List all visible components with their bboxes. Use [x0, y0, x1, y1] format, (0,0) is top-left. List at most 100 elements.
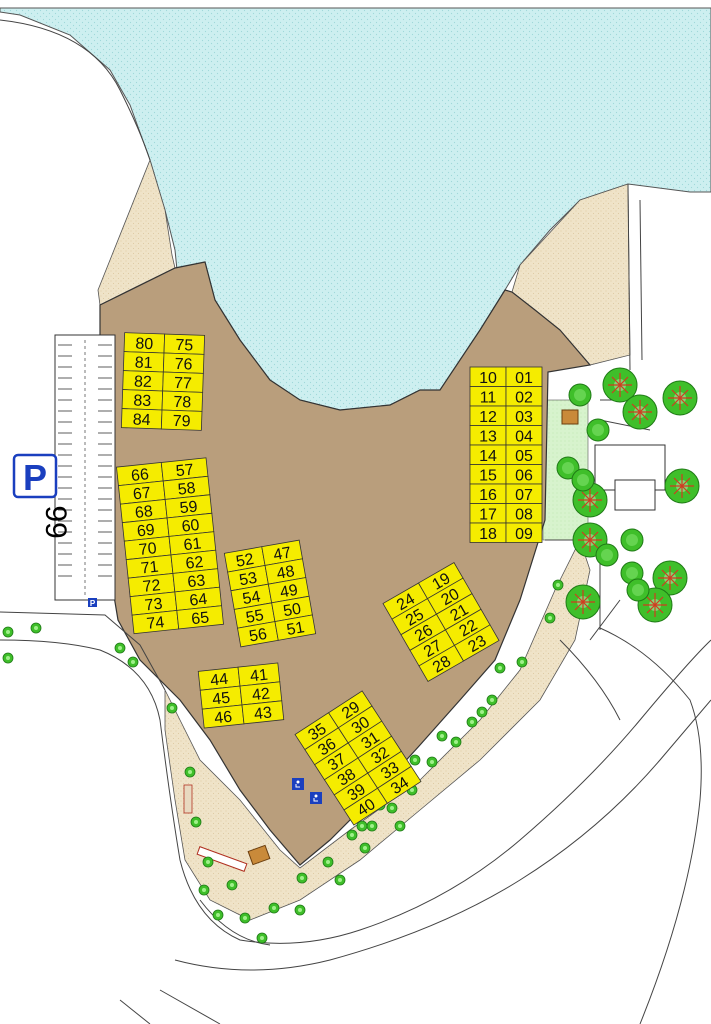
bush-icon	[2, 626, 14, 638]
parking-spot-number: 11	[480, 389, 497, 406]
parking-spot-number: 07	[515, 487, 533, 504]
accessible-parking-icon	[292, 778, 304, 790]
parking-marker-letter: P	[90, 599, 96, 608]
parking-spot-number: 70	[138, 540, 158, 559]
bush-icon	[239, 912, 251, 924]
bush-icon	[394, 820, 406, 832]
bush-icon	[359, 842, 371, 854]
parking-lot	[54, 334, 116, 601]
parking-spot-number: 04	[515, 428, 533, 445]
parking-spot-number: 10	[479, 370, 497, 387]
accessible-parking-icon	[310, 792, 322, 804]
bush-icon	[202, 856, 214, 868]
bush-icon	[409, 754, 421, 766]
parking-spot-number: 09	[515, 526, 533, 543]
parking-spot-number: 47	[272, 544, 293, 564]
parking-spot-number: 69	[136, 522, 156, 541]
road-lines	[0, 19, 711, 1024]
parking-spot-number: 81	[134, 355, 152, 373]
bush-icon	[268, 902, 280, 914]
parking-spot-number: 63	[187, 572, 207, 591]
bush-icon	[426, 756, 438, 768]
parking-spot-number: 76	[174, 356, 192, 374]
parking-spot-number: 84	[132, 411, 150, 429]
bush-icon	[190, 816, 202, 828]
bush-icon	[2, 652, 14, 664]
parking-spot-number: 58	[177, 480, 197, 499]
tree-icon	[664, 468, 700, 504]
parking-spot-number: 18	[479, 526, 497, 543]
tree-icon	[571, 468, 595, 492]
parking-spot-number: 45	[212, 690, 232, 709]
sign-board	[183, 784, 193, 814]
parking-spot[interactable]	[274, 614, 317, 641]
bush-icon	[450, 736, 462, 748]
parking-spot-number: 68	[134, 503, 154, 522]
bush-icon	[212, 909, 224, 921]
parking-spot[interactable]	[160, 409, 203, 431]
parking-spot-number: 53	[238, 570, 259, 590]
parking-spot-number: 80	[135, 336, 153, 354]
bush-icon	[256, 932, 268, 944]
parking-spot-number: 50	[282, 600, 303, 620]
parking-spot[interactable]	[377, 765, 422, 804]
parking-spot-number: 83	[133, 392, 151, 410]
bush-icon	[166, 702, 178, 714]
parking-spot-number: 23	[466, 632, 490, 656]
parking-spot-number: 64	[189, 591, 209, 610]
parking-spot-number: 46	[214, 709, 234, 728]
bush-icon	[486, 694, 498, 706]
parking-spot-number: 57	[175, 461, 195, 480]
parking-spot-number: 17	[479, 506, 497, 523]
parking-spot-number: 77	[174, 375, 192, 393]
bush-icon	[516, 656, 528, 668]
tree-icon	[662, 380, 698, 416]
tree-icon	[622, 394, 658, 430]
parking-spot-number: 42	[251, 686, 271, 705]
tree-icon	[620, 528, 644, 552]
parking-spot[interactable]	[453, 624, 500, 662]
parking-spot-number: 48	[275, 563, 296, 583]
picnic-table	[561, 409, 579, 425]
parking-spot-number: 56	[248, 626, 269, 646]
parking-spot-number: 73	[144, 596, 164, 615]
bush-icon	[334, 874, 346, 886]
bush-icon	[198, 884, 210, 896]
tree-icon	[626, 578, 650, 602]
bush-icon	[184, 766, 196, 778]
parking-spot-number: 82	[134, 373, 152, 391]
parking-spot-number: 55	[245, 607, 266, 627]
parking-spot-number: 01	[515, 370, 533, 387]
parking-spot-number: 62	[185, 554, 205, 573]
tree-icon	[586, 418, 610, 442]
parking-spot-number: 67	[132, 485, 152, 504]
parking-spot-number: 41	[249, 667, 269, 686]
parking-spot[interactable]	[176, 605, 224, 630]
parking-spot-number: 28	[430, 653, 454, 677]
bush-icon	[346, 829, 358, 841]
parking-spot[interactable]	[505, 522, 543, 543]
parking-spot[interactable]	[241, 700, 285, 725]
parking-sign-icon: P	[12, 453, 58, 499]
parking-spot-number: 05	[515, 448, 533, 465]
bush-icon	[322, 856, 334, 868]
parking-spot-number: 59	[179, 498, 199, 517]
parking-spot-number: 54	[241, 588, 262, 608]
parking-spot-number: 78	[173, 394, 191, 412]
parking-spots[interactable]: 8081828384757677787910111213141516171801…	[116, 332, 543, 826]
bush-icon	[127, 656, 139, 668]
parking-spot-number: 02	[515, 389, 533, 406]
parking-capacity: 99	[39, 505, 72, 538]
bush-icon	[494, 662, 506, 674]
bush-icon	[114, 642, 126, 654]
bush-icon	[552, 579, 564, 591]
bush-icon	[436, 730, 448, 742]
parking-spot-number: 12	[479, 409, 497, 426]
